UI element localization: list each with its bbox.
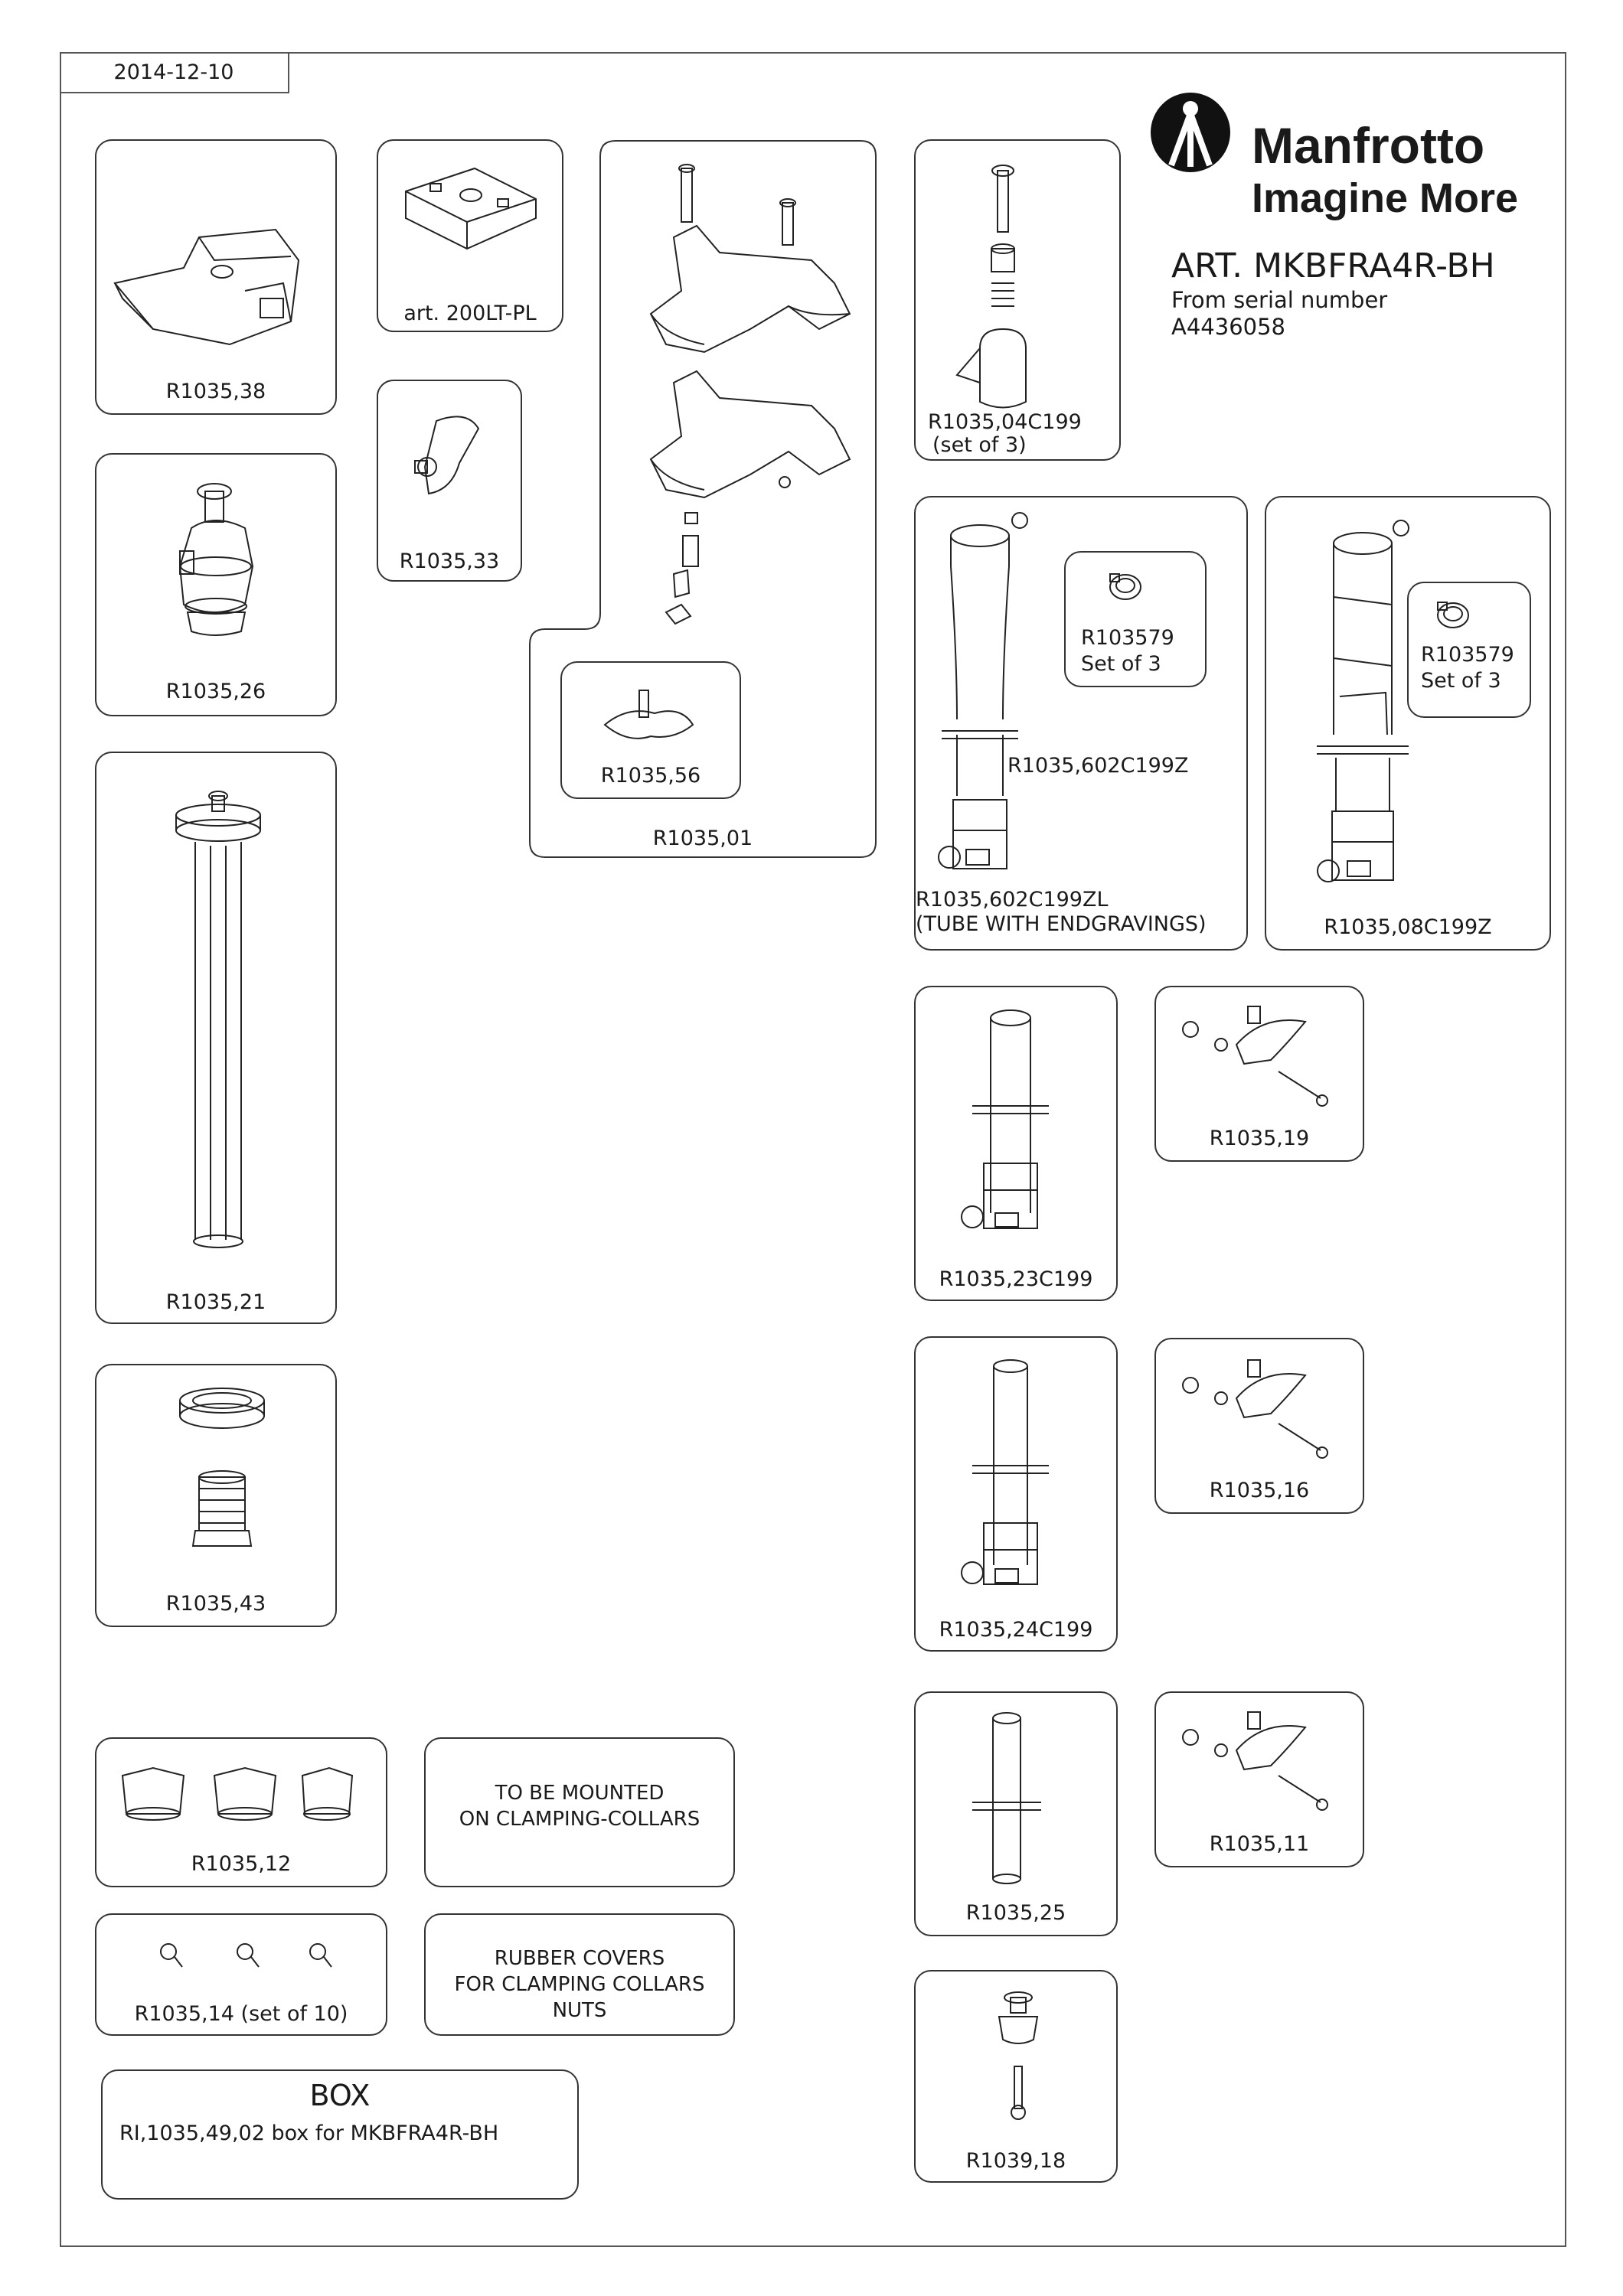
part-note-r103579-a: Set of 3 bbox=[1081, 652, 1161, 676]
part-note-r1035-602c199zl: (TUBE WITH ENDGRAVINGS) bbox=[916, 912, 1207, 936]
part-label-r1035-43: R1035,43 bbox=[165, 1592, 266, 1616]
box-description: RI,1035,49,02 box for MKBFRA4R-BH bbox=[119, 2122, 499, 2145]
part-label-r1035-11: R1035,11 bbox=[1209, 1832, 1310, 1856]
clip-set-b-drawing bbox=[1430, 591, 1476, 637]
center-column-drawing bbox=[168, 773, 268, 1263]
part-box-r103579-a bbox=[1064, 551, 1207, 687]
rubber-covers-drawing bbox=[145, 1932, 345, 1978]
brand-tagline: Imagine More bbox=[1252, 175, 1519, 221]
part-box-r1035-04c199 bbox=[914, 139, 1121, 461]
top-leg-section-drawing bbox=[919, 505, 1049, 895]
note-box-rubber bbox=[424, 1913, 735, 2036]
spider-assembly-drawing bbox=[635, 153, 865, 643]
part-note-r103579-b: Set of 3 bbox=[1421, 669, 1501, 693]
part-label-200lt-pl: art. 200LT-PL bbox=[403, 302, 537, 325]
part-label-r1039-18: R1039,18 bbox=[965, 2149, 1066, 2173]
box-info-panel bbox=[101, 2069, 579, 2200]
wing-knob-drawing bbox=[597, 683, 704, 752]
foot-screw-drawing bbox=[980, 1982, 1056, 2135]
part-box-r1035-38 bbox=[95, 139, 337, 415]
part-box-r1035-602c199z bbox=[914, 496, 1248, 951]
serial-number: A4436058 bbox=[1171, 314, 1285, 340]
part-label-r1035-14: R1035,14 (set of 10) bbox=[134, 2002, 348, 2026]
part-label-r1035-38: R1035,38 bbox=[165, 380, 266, 403]
locking-knob-drawing bbox=[406, 406, 498, 505]
part-box-r1035-12 bbox=[95, 1737, 387, 1887]
part-label-r1035-16: R1035,16 bbox=[1209, 1479, 1310, 1502]
serial-label: From serial number bbox=[1171, 287, 1388, 313]
part-box-r1035-24c199 bbox=[914, 1336, 1118, 1652]
part-box-r1035-01 bbox=[528, 139, 877, 859]
note-rubber-line2: FOR CLAMPING COLLARS NUTS bbox=[454, 1973, 705, 2022]
part-box-r103579-b bbox=[1407, 582, 1531, 718]
leg-lock-kit-16-drawing bbox=[1171, 1351, 1340, 1466]
part-box-200lt-pl bbox=[377, 139, 563, 332]
part-box-r1035-16 bbox=[1154, 1338, 1364, 1514]
part-label-r1035-08c199z: R1035,08C199Z bbox=[1324, 915, 1492, 939]
note-box-mount bbox=[424, 1737, 735, 1887]
part-label-r1035-21: R1035,21 bbox=[165, 1290, 266, 1314]
note-mount-line2: ON CLAMPING-COLLARS bbox=[459, 1808, 700, 1831]
part-label-r1035-19: R1035,19 bbox=[1209, 1127, 1310, 1150]
part-label-r103579-a: R103579 bbox=[1081, 626, 1174, 650]
second-leg-section-drawing bbox=[942, 999, 1072, 1251]
part-label-r1035-26: R1035,26 bbox=[165, 680, 266, 703]
manfrotto-logo-icon bbox=[1151, 93, 1230, 172]
part-label-r1035-602c199z: R1035,602C199Z bbox=[1007, 754, 1189, 778]
part-box-r1035-25 bbox=[914, 1691, 1118, 1936]
quick-release-plate-drawing bbox=[390, 153, 544, 268]
part-label-r1035-01: R1035,01 bbox=[652, 827, 753, 850]
third-leg-section-drawing bbox=[942, 1351, 1072, 1603]
part-label-r1035-12: R1035,12 bbox=[191, 1852, 292, 1876]
part-label-r1035-56: R1035,56 bbox=[600, 764, 701, 788]
part-box-r1035-21 bbox=[95, 752, 337, 1324]
leg-lock-kit-11-drawing bbox=[1171, 1703, 1340, 1818]
note-rubber-line1: RUBBER COVERS bbox=[494, 1947, 665, 1970]
part-box-r1039-18 bbox=[914, 1970, 1118, 2183]
part-label-r103579-b: R103579 bbox=[1421, 643, 1514, 667]
part-label-r1035-04c199: R1035,04C199 bbox=[928, 410, 1082, 434]
brand-name: Manfrotto bbox=[1252, 117, 1485, 174]
part-box-r1035-19 bbox=[1154, 986, 1364, 1162]
note-mount-line1: TO BE MOUNTED bbox=[495, 1782, 665, 1805]
article-title: ART. MKBFRA4R-BH bbox=[1171, 246, 1495, 285]
part-label-r1035-33: R1035,33 bbox=[399, 550, 500, 573]
part-label-r1035-602c199zl: R1035,602C199ZL bbox=[916, 888, 1109, 912]
part-note-r1035-04c199: (set of 3) bbox=[932, 433, 1027, 457]
part-label-r1035-25: R1035,25 bbox=[965, 1901, 1066, 1925]
ball-head-drawing bbox=[168, 475, 276, 643]
clip-set-a-drawing bbox=[1102, 563, 1148, 608]
part-label-r1035-24c199: R1035,24C199 bbox=[939, 1618, 1093, 1642]
page-frame bbox=[60, 52, 1566, 2247]
date-box: 2014-12-10 bbox=[60, 52, 289, 93]
bottom-leg-section-drawing bbox=[949, 1703, 1064, 1887]
part-box-r1035-08c199z bbox=[1265, 496, 1551, 951]
part-box-r1035-33 bbox=[377, 380, 522, 582]
quick-release-clamp-drawing bbox=[107, 214, 322, 352]
column-collar-drawing bbox=[168, 1378, 276, 1561]
part-box-r1035-56 bbox=[560, 661, 741, 799]
part-label-r1035-23c199: R1035,23C199 bbox=[939, 1267, 1093, 1291]
part-box-r1035-11 bbox=[1154, 1691, 1364, 1867]
box-title: BOX bbox=[309, 2079, 371, 2112]
clamping-collars-drawing bbox=[107, 1753, 375, 1829]
foam-leg-section-drawing bbox=[1294, 505, 1432, 903]
part-box-r1035-23c199 bbox=[914, 986, 1118, 1301]
part-box-r1035-43 bbox=[95, 1364, 337, 1627]
part-box-r1035-14 bbox=[95, 1913, 387, 2036]
leg-lock-kit-19-drawing bbox=[1171, 999, 1340, 1114]
leg-lock-set-drawing bbox=[949, 157, 1064, 417]
part-box-r1035-26 bbox=[95, 453, 337, 716]
